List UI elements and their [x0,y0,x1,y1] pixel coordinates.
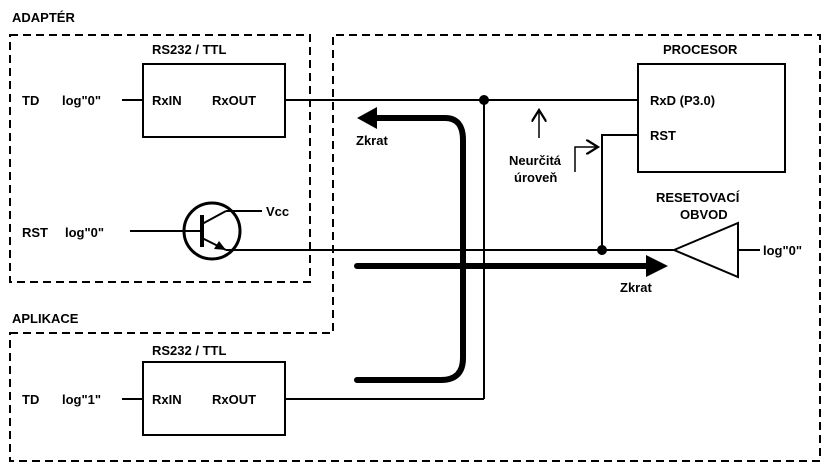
td-top-label: TD [22,93,39,108]
rs232-bottom-title: RS232 / TTL [152,343,226,358]
short-arrow-left-head [357,107,377,129]
aplikace-section-outline [9,34,821,462]
vcc-label: Vcc [266,204,289,219]
td-bottom-label: TD [22,392,39,407]
transistor-emitter-arrow [214,241,226,250]
rst-left-level: log"0" [65,225,104,240]
short-arrow-right-head [646,255,668,277]
short-label-top: Zkrat [356,133,388,148]
processor-rst-pin: RST [650,128,676,143]
procesor-title: PROCESOR [663,42,738,57]
td-top-level: log"0" [62,93,101,108]
processor-rxd-pin: RxD (P3.0) [650,93,715,108]
reset-level: log"0" [763,243,802,258]
reset-circuit-title-2: OBVOD [680,207,728,222]
rst-to-cpu-wire [601,134,638,250]
td-bottom-level: log"1" [62,392,101,407]
reset-buffer-symbol [671,221,739,279]
reset-circuit-title-1: RESETOVACÍ [656,190,740,205]
rs232-bottom-rxout: RxOUT [212,392,256,407]
rs232-bottom-box [142,361,286,436]
short-circuit-path [354,115,466,383]
undefined-arrow-right [574,147,598,172]
short-label-bottom: Zkrat [620,280,652,295]
transistor-collector [201,210,227,225]
adapter-section-outline [9,34,311,283]
rst-left-label: RST [22,225,48,240]
undefined-label-2: úroveň [514,170,557,185]
aplikace-title: APLIKACE [12,311,79,326]
processor-box [637,63,786,173]
rs232-bottom-rxin: RxIN [152,392,182,407]
rs232-top-rxout: RxOUT [212,93,256,108]
undefined-label-1: Neurčitá [509,153,562,168]
rs232-top-rxin: RxIN [152,93,182,108]
adapter-title: ADAPTÉR [12,10,75,25]
rs232-top-title: RS232 / TTL [152,42,226,57]
